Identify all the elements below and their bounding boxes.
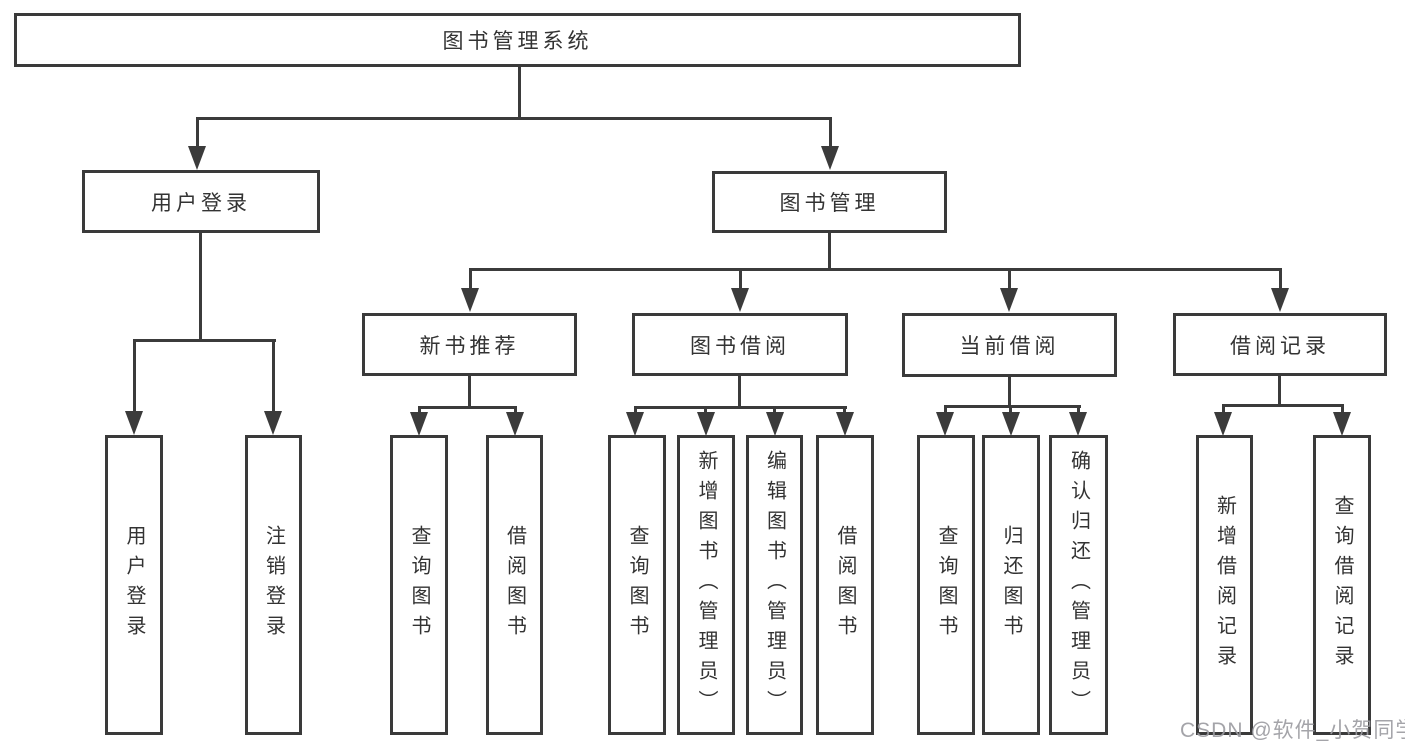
leaf-query-borrow-record: 查询借阅记录 [1313, 435, 1371, 735]
arrowhead-icon [461, 288, 479, 312]
arrowhead-icon [697, 412, 715, 436]
edge-line [773, 406, 776, 414]
arrowhead-icon [1214, 412, 1232, 436]
leaf-query-books-borrowing: 查询图书 [608, 435, 666, 735]
leaf-edit-book-admin: 编辑图书（管理员） [746, 435, 803, 735]
arrowhead-icon [1333, 412, 1351, 436]
arrowhead-icon [125, 411, 143, 435]
arrowhead-icon [1000, 288, 1018, 312]
leaf-user-login-label: 用户登录 [123, 525, 145, 645]
arrowhead-icon [1002, 412, 1020, 436]
leaf-return-books: 归还图书 [982, 435, 1040, 735]
edge-line [1008, 377, 1011, 408]
edge-line [944, 405, 947, 414]
leaf-query-books-current: 查询图书 [917, 435, 975, 735]
edge-line [738, 376, 741, 409]
edge-line [944, 405, 1081, 408]
node-user-login-label: 用户登录 [151, 191, 251, 215]
leaf-add-borrow-record: 新增借阅记录 [1196, 435, 1253, 735]
edge-line [1341, 404, 1344, 414]
leaf-borrow-books-borrowing-label: 借阅图书 [834, 525, 856, 645]
leaf-add-borrow-record-label: 新增借阅记录 [1213, 495, 1236, 675]
edge-line [739, 268, 742, 288]
edge-line [1222, 404, 1225, 414]
leaf-borrow-books-recommend-label: 借阅图书 [503, 525, 526, 645]
arrowhead-icon [821, 146, 839, 170]
edge-line [829, 117, 832, 148]
watermark: CSDN @软件_小贺同学 [1180, 719, 1405, 742]
leaf-add-book-admin-label: 新增图书（管理员） [695, 450, 717, 720]
node-current-borrowing: 当前借阅 [902, 313, 1117, 377]
leaf-logout: 注销登录 [245, 435, 302, 735]
edge-line [418, 406, 421, 414]
leaf-return-books-label: 归还图书 [1000, 525, 1022, 645]
edge-line [704, 406, 707, 414]
node-user-login: 用户登录 [82, 170, 320, 233]
arrowhead-icon [836, 412, 854, 436]
arrowhead-icon [410, 412, 428, 436]
edge-line [634, 406, 847, 409]
node-book-management: 图书管理 [712, 171, 947, 233]
arrowhead-icon [1271, 288, 1289, 312]
node-new-book-recommend-label: 新书推荐 [419, 334, 520, 358]
edge-line [418, 406, 517, 409]
edge-line [196, 117, 832, 120]
leaf-query-books-recommend: 查询图书 [390, 435, 448, 735]
arrowhead-icon [731, 288, 749, 312]
edge-line [518, 66, 521, 118]
edge-line [828, 233, 831, 270]
arrowhead-icon [506, 412, 524, 436]
node-new-book-recommend: 新书推荐 [362, 313, 577, 376]
leaf-logout-label: 注销登录 [262, 525, 285, 645]
edge-line [469, 268, 1282, 271]
edge-line [634, 406, 637, 414]
leaf-query-borrow-record-label: 查询借阅记录 [1331, 495, 1353, 675]
edge-line [1279, 268, 1282, 288]
leaf-add-book-admin: 新增图书（管理员） [677, 435, 735, 735]
node-book-borrowing: 图书借阅 [632, 313, 848, 376]
leaf-query-books-current-label: 查询图书 [935, 525, 957, 645]
arrowhead-icon [626, 412, 644, 436]
node-borrowing-records-label: 借阅记录 [1230, 334, 1330, 358]
arrowhead-icon [188, 146, 206, 170]
leaf-query-books-borrowing-label: 查询图书 [626, 525, 648, 645]
leaf-edit-book-admin-label: 编辑图书（管理员） [763, 450, 786, 720]
leaf-borrow-books-borrowing: 借阅图书 [816, 435, 874, 735]
node-borrowing-records: 借阅记录 [1173, 313, 1387, 376]
edge-line [514, 406, 517, 414]
edge-line [133, 339, 136, 413]
edge-line [468, 376, 471, 409]
edge-line [199, 233, 202, 339]
arrowhead-icon [264, 411, 282, 435]
leaf-confirm-return-admin: 确认归还（管理员） [1049, 435, 1108, 735]
edge-line [196, 117, 199, 148]
node-book-borrowing-label: 图书借阅 [690, 334, 790, 358]
edge-line [1077, 405, 1080, 414]
node-root-label: 图书管理系统 [442, 30, 593, 53]
arrowhead-icon [766, 412, 784, 436]
node-root: 图书管理系统 [14, 13, 1021, 67]
node-book-management-label: 图书管理 [779, 192, 880, 215]
leaf-borrow-books-recommend: 借阅图书 [486, 435, 543, 735]
leaf-query-books-recommend-label: 查询图书 [408, 525, 430, 645]
edge-line [1009, 405, 1012, 414]
edge-line [1278, 376, 1281, 407]
edge-line [1008, 268, 1011, 288]
arrowhead-icon [1069, 412, 1087, 436]
edge-line [843, 406, 846, 414]
node-current-borrowing-label: 当前借阅 [959, 335, 1060, 358]
leaf-confirm-return-admin-label: 确认归还（管理员） [1067, 450, 1090, 720]
edge-line [469, 268, 472, 288]
edge-line [133, 339, 276, 342]
arrowhead-icon [936, 412, 954, 436]
leaf-user-login: 用户登录 [105, 435, 163, 735]
edge-line [1222, 404, 1344, 407]
edge-line [272, 339, 275, 413]
